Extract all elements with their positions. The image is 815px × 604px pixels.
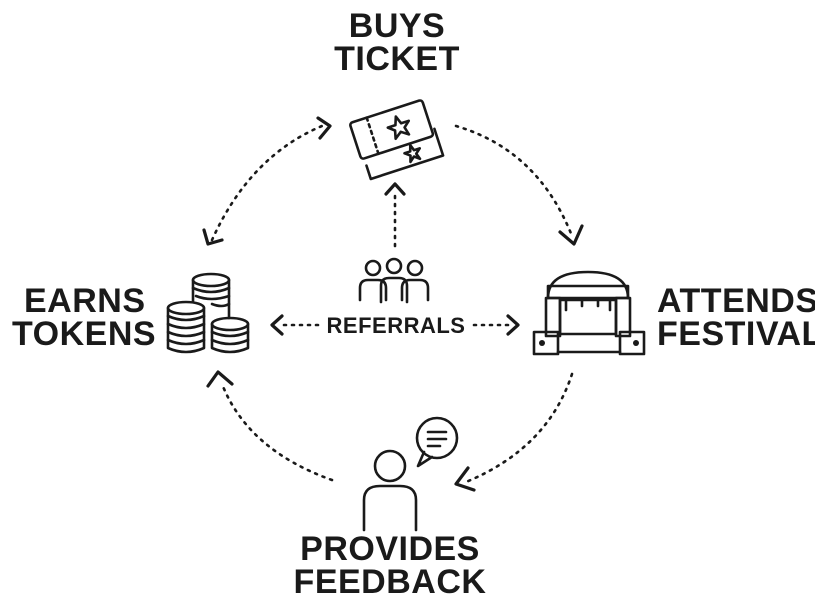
arrow-festival-to-feedback: [454, 372, 574, 492]
tickets-icon: [349, 99, 445, 181]
arrow-tokens-ticket-bidirectional: [202, 116, 332, 246]
provides-feedback-line1: PROVIDES: [300, 530, 480, 568]
attends-festival-line1: ATTENDS: [657, 282, 815, 320]
arrow-referrals-left: [270, 314, 320, 336]
referrals-label: REFERRALS: [327, 313, 466, 338]
arrow-referrals-up: [384, 182, 406, 248]
earns-tokens-label: EARNS TOKENS: [12, 282, 156, 353]
attends-festival-label: ATTENDS FESTIVAL: [657, 282, 815, 353]
group-icon: [358, 257, 430, 304]
earns-tokens-line2: TOKENS: [12, 315, 156, 353]
coins-icon: [166, 272, 250, 354]
provides-feedback-label: PROVIDES FEEDBACK: [294, 530, 487, 601]
buys-ticket-line2: TICKET: [334, 40, 460, 78]
arrow-referrals-right: [472, 314, 520, 336]
stage-icon: [532, 270, 646, 356]
buys-ticket-label: BUYS TICKET: [334, 7, 460, 78]
attends-festival-line2: FESTIVAL: [657, 315, 815, 353]
buys-ticket-line1: BUYS: [349, 7, 445, 45]
provides-feedback-line2: FEEDBACK: [294, 563, 487, 601]
person-speech-icon: [362, 416, 459, 532]
arrow-ticket-to-festival: [454, 124, 584, 246]
arrow-feedback-to-tokens: [206, 370, 334, 482]
earns-tokens-line1: EARNS: [24, 282, 146, 320]
